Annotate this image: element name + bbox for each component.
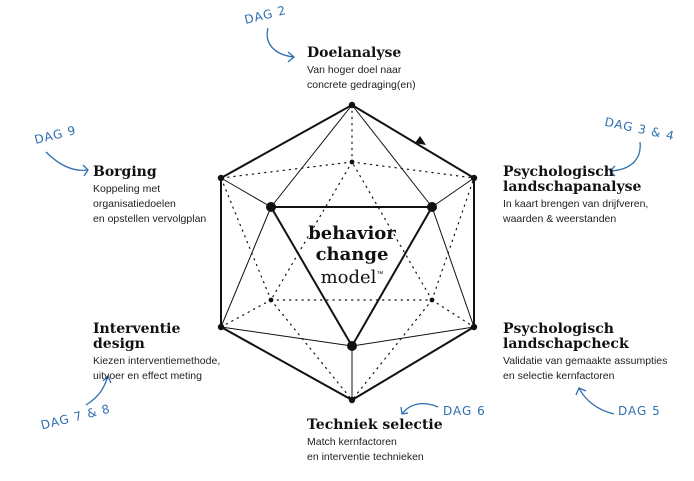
outer-vertex-dot	[348, 101, 356, 109]
day-3-4-arrow-head	[609, 165, 616, 177]
day-2-arrow	[266, 27, 295, 58]
direction-arrowhead	[415, 136, 426, 145]
hidden-vertex-dot	[268, 297, 274, 303]
front-edge	[431, 177, 475, 208]
outline-edge	[270, 206, 353, 347]
outline-edge	[220, 104, 353, 179]
hidden-edge	[351, 161, 433, 301]
day-label-5: DAG 5	[618, 404, 661, 418]
step-title: Interventie design	[93, 321, 181, 352]
step-landschapcheck: Psychologisch landschapcheck Validatie v…	[503, 322, 667, 384]
step-description: Van hoger doel naar concrete gedraging(e…	[307, 64, 416, 91]
hidden-edge	[431, 177, 475, 301]
hidden-edge	[220, 299, 272, 328]
center-label: behavior change model™	[293, 223, 411, 288]
day-7-8-arrow	[85, 375, 109, 406]
hidden-edge	[270, 299, 353, 401]
step-title: Techniek selectie	[307, 417, 443, 433]
outer-vertex-dot	[470, 174, 478, 182]
hidden-edge	[220, 161, 353, 179]
front-edge	[351, 104, 433, 208]
step-description: Koppeling met organisatiedoelen en opste…	[93, 183, 207, 225]
center-line-model: model™	[293, 265, 411, 288]
outline-edge	[220, 326, 353, 401]
inner-vertex-dot	[427, 202, 437, 212]
step-techniek-selectie: Techniek selectie Match kernfactoren en …	[307, 418, 443, 465]
hidden-edge	[220, 177, 272, 301]
day-7-8-arrow-head	[102, 374, 112, 384]
hidden-edge	[351, 161, 475, 179]
inner-vertex-dot	[266, 202, 276, 212]
front-edge	[431, 206, 475, 328]
front-edge	[220, 206, 272, 328]
outline-edge	[351, 326, 475, 401]
front-edge	[351, 326, 475, 347]
outer-vertex-dot	[217, 174, 225, 182]
outer-vertex-dot	[217, 323, 225, 331]
hidden-edge	[270, 161, 353, 301]
front-edge	[220, 177, 272, 208]
hidden-vertex-dot	[429, 297, 435, 303]
day-5-arrow-head	[575, 387, 587, 396]
step-description: Kiezen interventiemethode, uitvoer en ef…	[93, 355, 221, 382]
outer-vertex-dot	[348, 396, 356, 404]
outline-edge	[351, 206, 433, 347]
step-doelanalyse: Doelanalyse Van hoger doel naar concrete…	[307, 46, 416, 93]
center-model-word: model	[320, 267, 377, 288]
center-line-change: change	[315, 244, 389, 265]
day-5-arrow	[578, 387, 615, 415]
day-9-arrow	[45, 151, 89, 172]
step-description: In kaart brengen van drijfveren, waarden…	[503, 198, 649, 225]
step-borging: Borging Koppeling met organisatiedoelen …	[93, 165, 206, 227]
hidden-edge	[431, 299, 475, 328]
step-landschapanalyse: Psychologisch landschapanalyse In kaart …	[503, 165, 648, 227]
day-2-arrow-head	[287, 51, 296, 63]
step-interventie-design: Interventie design Kiezen interventiemet…	[93, 322, 220, 384]
step-title: Psychologisch landschapanalyse	[503, 164, 642, 195]
step-title: Borging	[93, 164, 157, 180]
front-edge	[270, 104, 353, 208]
day-9-arrow-head	[82, 164, 89, 177]
day-label-6: DAG 6	[443, 404, 486, 418]
outline-edge	[351, 104, 475, 179]
step-title: Doelanalyse	[307, 45, 402, 61]
hidden-vertex-dot	[349, 159, 355, 165]
day-6-arrow-head	[400, 406, 409, 415]
hidden-edge	[351, 299, 433, 401]
outer-vertex-dot	[470, 323, 478, 331]
day-3-4-arrow	[609, 141, 641, 172]
inner-vertex-dot	[347, 341, 357, 351]
day-6-arrow	[401, 403, 439, 415]
step-description: Validatie van gemaakte assumpties en sel…	[503, 355, 668, 382]
trademark-mark: ™	[376, 271, 384, 278]
step-description: Match kernfactoren en interventie techni…	[307, 436, 424, 463]
front-edge	[220, 326, 353, 347]
center-line-behavior: behavior	[308, 223, 396, 244]
step-title: Psychologisch landschapcheck	[503, 321, 629, 352]
